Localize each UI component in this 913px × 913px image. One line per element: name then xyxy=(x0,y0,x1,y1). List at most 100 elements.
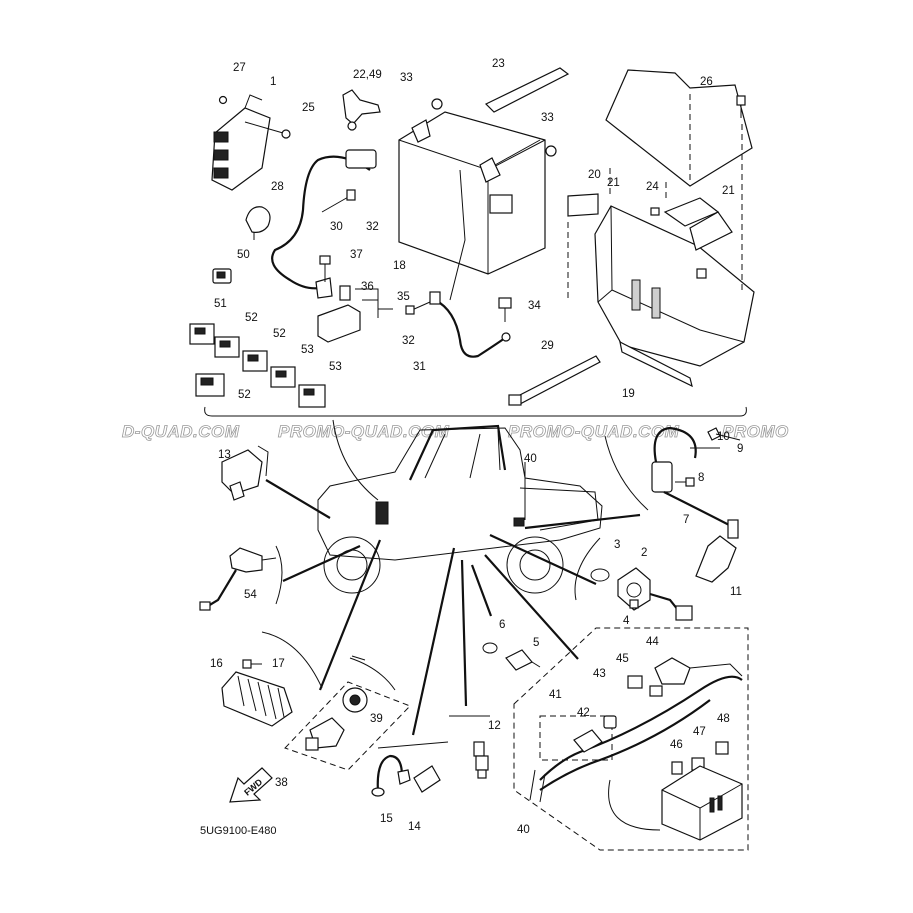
bolt-34 xyxy=(498,297,512,322)
callout-21-right: 21 xyxy=(722,185,735,197)
brace-2-3-4 xyxy=(574,537,601,601)
callout-52-c: 52 xyxy=(238,389,251,401)
callout-1: 1 xyxy=(270,76,276,88)
callout-11: 11 xyxy=(730,586,742,598)
regulator-16 xyxy=(221,671,293,727)
switch-13 xyxy=(221,445,269,501)
wire-harness-40 xyxy=(529,675,743,803)
connector-43 xyxy=(603,715,617,729)
upper-group-brace xyxy=(204,406,747,417)
sensor-14-15 xyxy=(371,741,449,797)
nut-33-right xyxy=(545,145,557,157)
callout-14: 14 xyxy=(408,821,421,833)
callout-26: 26 xyxy=(700,76,713,88)
callout-54: 54 xyxy=(244,589,257,601)
callout-6: 6 xyxy=(499,619,505,631)
connector-53-b xyxy=(298,384,326,408)
battery-band-23 xyxy=(484,67,570,113)
bolt-8 xyxy=(675,477,695,487)
sensor-5 xyxy=(505,649,541,671)
bolt-32-lower xyxy=(405,301,431,315)
callout-35: 35 xyxy=(397,291,410,303)
callout-10: 10 xyxy=(717,431,730,443)
sensor-54 xyxy=(199,545,283,611)
callout-17: 17 xyxy=(272,658,285,670)
callout-48: 48 xyxy=(717,713,730,725)
callout-16: 16 xyxy=(210,658,223,670)
o-ring-6 xyxy=(482,642,498,654)
sensor-39 xyxy=(342,687,368,713)
watermark-text-2: PROMO-QUAD.COM xyxy=(278,422,450,441)
cable-31 xyxy=(429,169,511,358)
callout-37: 37 xyxy=(350,249,363,261)
watermark: D-QUAD.COM PROMO-QUAD.COM PROMO-QUAD.COM… xyxy=(122,422,789,442)
bolt-9 xyxy=(707,427,741,441)
dashed-box-38 xyxy=(284,681,411,771)
connector-51 xyxy=(189,323,215,345)
connector-52-c xyxy=(195,373,225,397)
dashed-box-41 xyxy=(539,715,613,761)
callout-38: 38 xyxy=(275,777,288,789)
clamp-22-49 xyxy=(342,89,381,131)
bolt-17 xyxy=(242,659,262,669)
callout-20: 20 xyxy=(588,169,601,181)
callout-36: 36 xyxy=(361,281,374,293)
vehicle-silhouette xyxy=(317,424,603,594)
callout-15: 15 xyxy=(380,813,393,825)
callout-34: 34 xyxy=(528,300,541,312)
connector-52-a xyxy=(214,336,240,358)
callout-25: 25 xyxy=(302,102,315,114)
vehicle-pointer-lines xyxy=(265,479,641,736)
pad-24-plate xyxy=(663,197,720,227)
callout-53-a: 53 xyxy=(301,344,314,356)
callout-2: 2 xyxy=(641,547,647,559)
brace-16-17 xyxy=(261,631,323,689)
fuse-box xyxy=(608,765,743,841)
callout-43: 43 xyxy=(593,668,606,680)
nut-33-left xyxy=(431,98,443,110)
callout-45: 45 xyxy=(616,653,629,665)
callout-40-top: 40 xyxy=(524,453,537,465)
bolt-24 xyxy=(650,207,660,216)
bolt-26 xyxy=(736,95,746,118)
connector-50 xyxy=(212,268,232,284)
callout-19: 19 xyxy=(622,388,635,400)
pointer-curve-top xyxy=(332,419,379,501)
nut-27 xyxy=(218,95,228,105)
callout-41: 41 xyxy=(549,689,562,701)
battery-cover-20 xyxy=(605,69,753,187)
battery-18 xyxy=(398,111,546,275)
watermark-text-4: PROMO xyxy=(722,422,789,441)
connector-45 xyxy=(627,675,663,697)
callout-13: 13 xyxy=(218,449,231,461)
callout-52-b: 52 xyxy=(273,328,286,340)
callout-23: 23 xyxy=(492,58,505,70)
sensor-2 xyxy=(617,567,693,621)
ecu-unit xyxy=(211,94,271,191)
callout-47: 47 xyxy=(693,726,706,738)
callout-32-upper: 32 xyxy=(366,221,379,233)
callout-labels: 27 1 25 22,49 33 23 33 26 20 21 24 21 28… xyxy=(210,58,743,836)
callout-39: 39 xyxy=(370,713,383,725)
callout-21-left: 21 xyxy=(607,177,620,189)
bolt-4 xyxy=(629,599,639,609)
fuse-46 xyxy=(671,761,683,775)
callout-50: 50 xyxy=(237,249,250,261)
callout-33-left: 33 xyxy=(400,72,413,84)
diagram-code: 5UG9100-E480 xyxy=(200,825,276,837)
callout-52-a: 52 xyxy=(245,312,258,324)
cable-30 xyxy=(271,149,377,299)
callout-7: 7 xyxy=(683,514,689,526)
battery-box-19 xyxy=(594,205,755,388)
relay-44 xyxy=(654,657,743,685)
starter-relay-35 xyxy=(317,285,393,343)
callout-53-b: 53 xyxy=(329,361,342,373)
wire-harness-box-40 xyxy=(513,627,749,851)
bolt-37 xyxy=(319,255,331,282)
callout-22-49: 22,49 xyxy=(353,69,382,81)
fuse-48 xyxy=(715,741,729,755)
callout-33-right: 33 xyxy=(541,112,554,124)
o-ring-3 xyxy=(590,568,610,582)
callout-8: 8 xyxy=(698,472,704,484)
